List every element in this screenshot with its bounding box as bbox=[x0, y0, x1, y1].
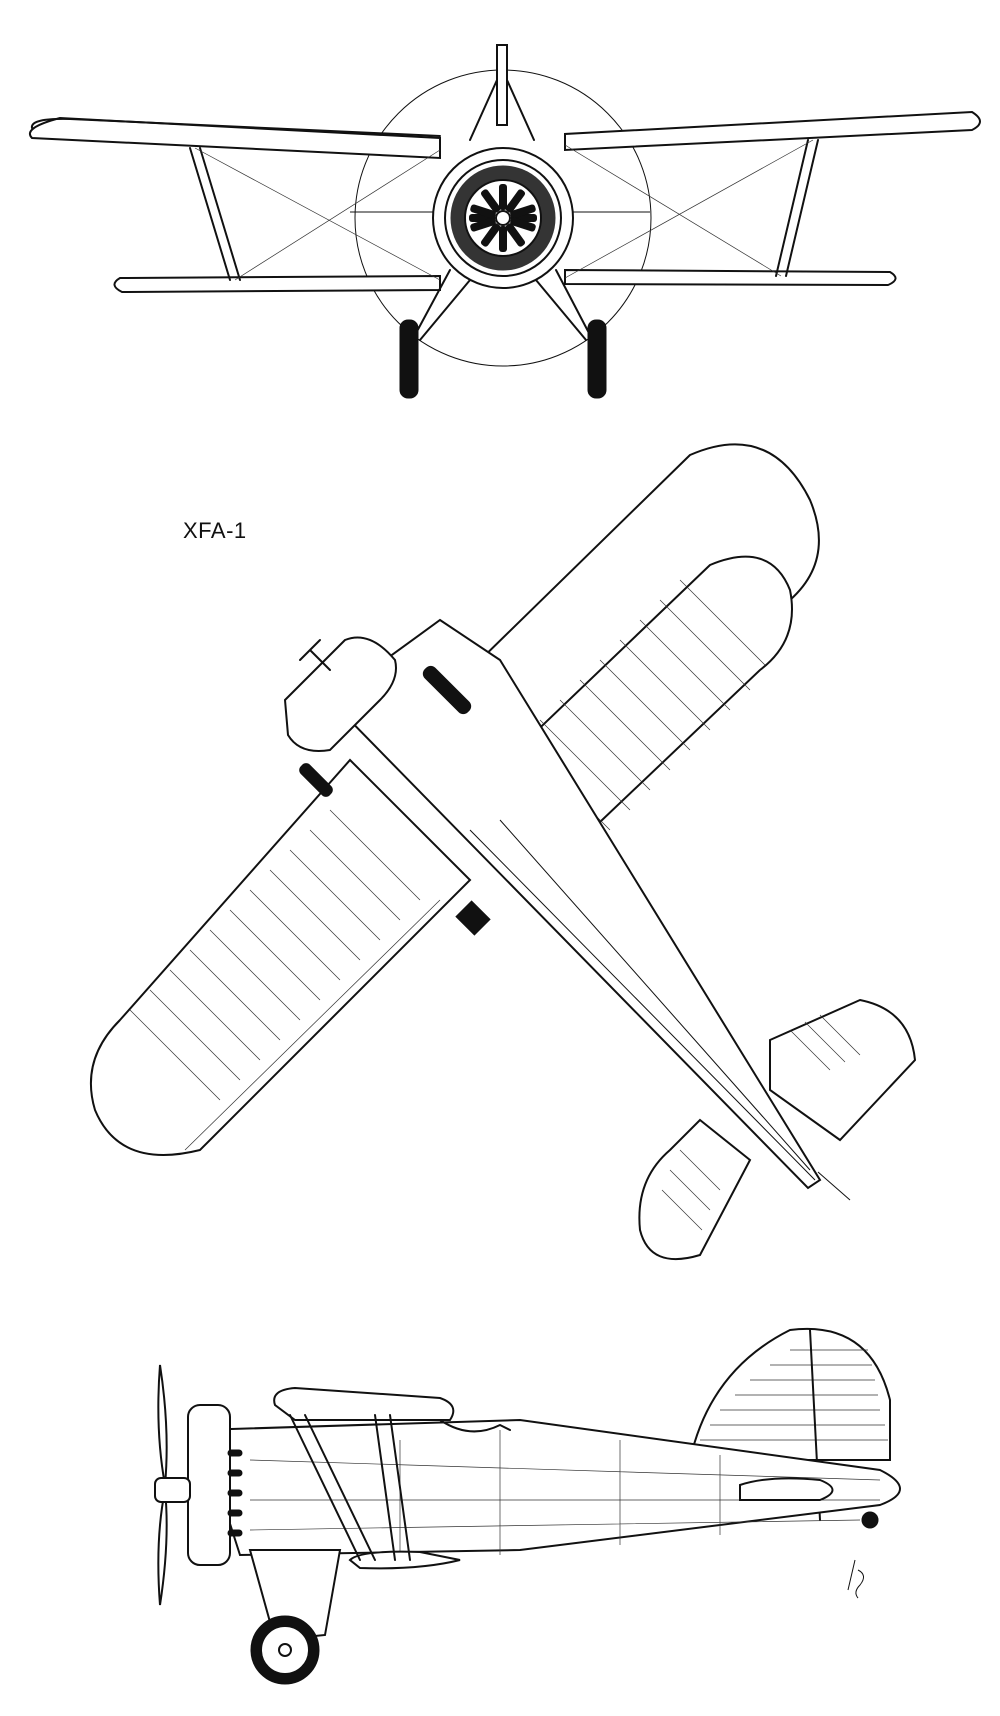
lower-wing-side bbox=[348, 1550, 461, 1570]
wing-ribs-left bbox=[129, 809, 441, 1151]
artist-signature bbox=[847, 1559, 864, 1599]
right-wheel-front bbox=[587, 319, 607, 399]
interplane-struts-side bbox=[289, 1414, 411, 1561]
engine-cowl-plan bbox=[283, 636, 397, 752]
upper-wing-right bbox=[564, 110, 981, 152]
gun-right bbox=[422, 665, 472, 715]
engine-cylinders bbox=[450, 165, 556, 271]
interplane-strut-left bbox=[189, 147, 241, 281]
engine-cowl-side bbox=[187, 1404, 231, 1566]
propeller-blade-lower bbox=[157, 1489, 168, 1606]
side-view bbox=[154, 1327, 901, 1685]
lower-wing-plan-left bbox=[89, 758, 472, 1156]
lower-wing-right bbox=[564, 268, 897, 287]
plan-view bbox=[89, 443, 917, 1261]
gun-left bbox=[299, 763, 333, 797]
tailplane-left bbox=[638, 1118, 752, 1261]
main-gear-legs bbox=[414, 269, 591, 341]
aircraft-designation-label: XFA-1 bbox=[183, 518, 247, 543]
main-gear-fairing bbox=[248, 1549, 342, 1642]
tailplane-side bbox=[739, 1477, 834, 1501]
upper-wing-left bbox=[29, 116, 441, 160]
national-insignia bbox=[455, 900, 491, 936]
left-wheel-front bbox=[399, 319, 419, 399]
interplane-strut-right bbox=[775, 139, 819, 277]
tail-wheel-side bbox=[861, 1511, 879, 1529]
front-view bbox=[29, 44, 981, 399]
propeller-blade-upper bbox=[157, 1364, 168, 1486]
fuselage-side bbox=[198, 1418, 901, 1557]
propeller-hub bbox=[154, 1477, 191, 1503]
upper-wing-side bbox=[273, 1386, 455, 1421]
fin-rudder-side bbox=[688, 1327, 891, 1461]
tailplane-right bbox=[769, 998, 917, 1142]
fin-front bbox=[496, 44, 508, 126]
lower-wing-left bbox=[113, 274, 441, 294]
